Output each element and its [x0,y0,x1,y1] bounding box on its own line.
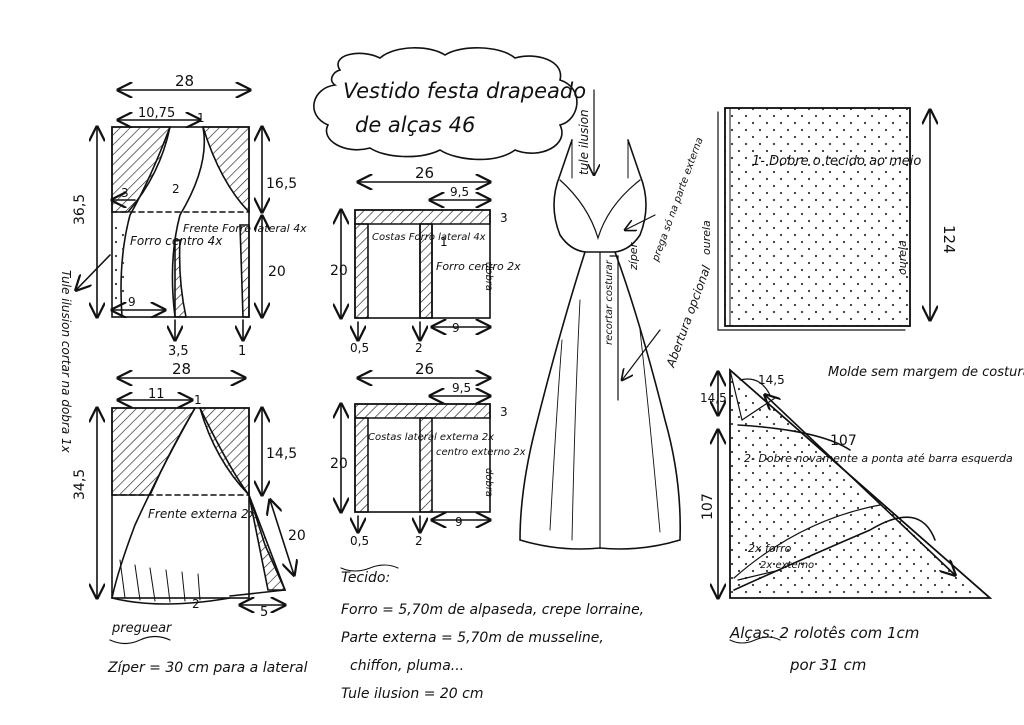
dress-sketch [519,139,682,550]
dim-width: 28 [172,360,191,378]
label-fold: dobra [483,468,494,497]
note-tule: tule ilusion [577,109,591,175]
dim-bottom-right: 1 [238,344,246,359]
label-costas-forro-lateral: Costas Forro lateral 4x [372,232,486,243]
fabric-heading: Tecido: [341,570,390,586]
dim-top-right: 9,5 [452,381,471,395]
title-line2: de alças 46 [355,113,475,137]
dim-bottom-right: 9 [452,321,460,335]
tri-left: 107 [700,493,716,520]
dim-bottom-mid: 3,5 [168,344,189,359]
note-cut: recortar costurar [604,259,615,345]
fabric-outer2: chiffon, pluma... [350,658,464,674]
fabric-tule: Tule ilusion = 20 cm [341,686,483,702]
straps-line2: por 31 cm [789,656,866,674]
title-cloud [313,47,578,161]
label-preguear: preguear [111,621,173,636]
dim-height: 36,5 [72,194,88,225]
dim-bottom-left: 9 [128,295,136,309]
fabric-outer: Parte externa = 5,70m de musseline, [341,630,604,646]
tri-side-top: 14,5 [758,373,785,387]
selvage-right: ourela [896,240,909,275]
title-line1: Vestido festa drapeado [343,79,586,103]
dim-top-right: 9,5 [450,185,469,199]
dim-curve-mark: 2 [172,182,180,196]
zip-note: Zíper = 30 cm para a lateral [107,660,308,676]
selvage-left: ourela [700,220,713,255]
dim-right-top: 14,5 [266,446,297,462]
dim-bottom-mid: 2 [415,341,423,355]
tri-side-left: 14,5 [700,391,727,405]
side-note-tule: Tule ilusion cortar na dobra 1x [59,270,73,454]
dim-left-small: 3 [121,186,129,200]
dim-right-diag: 20 [288,528,306,544]
dim-inner-mark: 1 [440,235,448,249]
tri-hyp: 107 [830,433,857,449]
back-outer-pattern [354,403,491,513]
dim-mark-top: 1 [197,111,205,125]
dim-right-small: 3 [500,405,508,419]
straps-line1: Alças: 2 rolotês com 1cm [729,624,919,642]
note-opening: Abertura opcional [663,263,713,370]
dim-mark-top: 1 [194,393,202,407]
back-lining-pattern [354,209,491,319]
label-fold: dobra [483,262,494,291]
fold-height: 124 [940,225,958,254]
dim-top-left: 11 [148,387,165,402]
dim-height: 20 [330,456,348,472]
dim-width: 28 [175,72,194,90]
dim-height: 34,5 [72,469,88,500]
label-forro-centro-costas: Forro centro 2x [436,260,521,273]
dim-bottom-right: 5 [260,605,268,620]
dim-width: 26 [415,164,434,182]
fold-text: 1- Dobre o tecido ao meio [752,154,921,169]
front-lining-pattern [111,126,250,318]
triangle-forro: 2x forro [748,542,792,555]
fabric-fold [717,107,911,331]
dim-right-small: 3 [500,211,508,225]
dim-right-bottom: 20 [268,264,286,280]
dim-bottom-mid: 2 [415,534,423,548]
label-centro-externo: centro externo 2x [436,447,526,458]
label-forro-centro: Forro centro 4x [130,234,223,248]
label-costas-lateral-externa: Costas lateral externa 2x [368,432,494,443]
dim-width: 26 [415,360,434,378]
dim-bottom-left: 0,5 [350,534,369,548]
dim-right-top: 16,5 [266,176,297,192]
front-outer-pattern [111,407,287,605]
label-frente-externa: Frente externa 2x [148,507,257,521]
label-frente-forro-lateral: Frente Forro lateral 4x [183,222,307,235]
triangle-note: Molde sem margem de costura [828,365,1024,380]
dim-bottom-left: 0,5 [350,341,369,355]
dim-height: 20 [330,263,348,279]
dim-bottom-mark: 2 [192,597,200,611]
triangle-externo: 2x externo [760,560,814,571]
triangle-text: 2- Dobre novamente a ponta até barra esq… [744,452,1013,465]
fabric-lining: Forro = 5,70m de alpaseda, crepe lorrain… [341,602,644,618]
dim-bottom-right: 9 [455,515,463,529]
note-straps: prega só na parte externa [649,136,705,264]
dim-top-left: 10,75 [138,106,175,121]
note-zipper: zíper [627,241,640,271]
